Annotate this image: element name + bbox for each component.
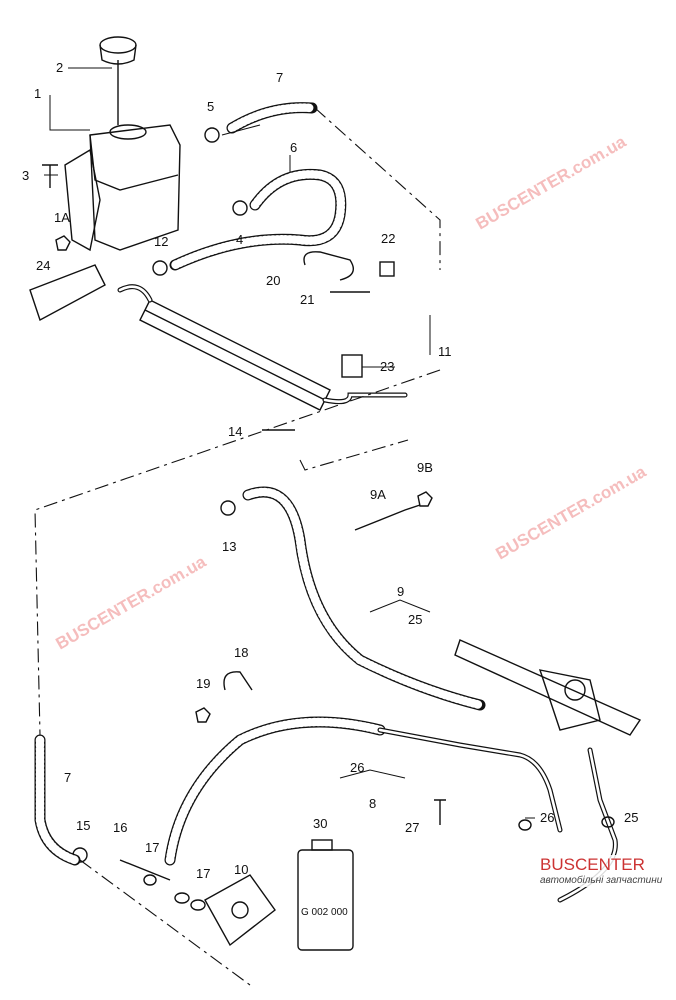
callout-label: 10 bbox=[234, 862, 248, 877]
steering-rack bbox=[454, 639, 642, 736]
seal-26 bbox=[518, 819, 532, 831]
callout-label: 9 bbox=[397, 584, 404, 599]
filler-cap bbox=[99, 36, 137, 65]
cooler-line bbox=[117, 284, 408, 411]
callout-label: 17 bbox=[145, 840, 159, 855]
bolt-3 bbox=[42, 164, 58, 188]
buscenter-logo: BUSCENTER автомобільні запчастини bbox=[540, 855, 676, 887]
oil-can-code: G 002 000 bbox=[301, 907, 348, 918]
hose-9 bbox=[242, 486, 486, 711]
nut-1a bbox=[55, 235, 71, 251]
callout-label: 1 bbox=[34, 86, 41, 101]
hose-7-lower bbox=[34, 734, 81, 866]
hose-7-upper bbox=[226, 102, 318, 134]
pump bbox=[119, 859, 276, 947]
callout-label: 1A bbox=[54, 210, 70, 225]
callout-label: 18 bbox=[234, 645, 248, 660]
reservoir bbox=[64, 60, 181, 252]
clamp-5 bbox=[204, 127, 220, 143]
clamp-4 bbox=[232, 200, 248, 216]
callout-label: 8 bbox=[369, 796, 376, 811]
callout-label: 14 bbox=[228, 424, 242, 439]
callout-label: 7 bbox=[64, 770, 71, 785]
callout-label: 20 bbox=[266, 273, 280, 288]
clamp-12 bbox=[152, 260, 168, 276]
callout-label: 24 bbox=[36, 258, 50, 273]
callout-label: 25 bbox=[408, 612, 422, 627]
clamp-13 bbox=[220, 500, 236, 516]
callout-labels: 1 2 3 1A 24 5 7 6 4 12 22 20 21 11 23 14… bbox=[22, 60, 638, 881]
callout-label: 15 bbox=[76, 818, 90, 833]
hose-6 bbox=[169, 168, 347, 271]
callout-label: 9B bbox=[417, 460, 433, 475]
callout-label: 6 bbox=[290, 140, 297, 155]
oil-can: G 002 000 bbox=[297, 839, 354, 951]
callout-label: 11 bbox=[438, 344, 452, 359]
seal-25 bbox=[601, 816, 615, 828]
callout-label: 26 bbox=[350, 760, 364, 775]
connection-line bbox=[314, 107, 441, 270]
callout-label: 30 bbox=[313, 816, 327, 831]
callout-label: 9A bbox=[370, 487, 386, 502]
bracket-24 bbox=[29, 264, 106, 322]
callout-label: 23 bbox=[380, 359, 394, 374]
watermark: BUSCENTER.com.ua bbox=[53, 552, 210, 654]
callout-label: 25 bbox=[624, 810, 638, 825]
callout-label: 22 bbox=[381, 231, 395, 246]
callout-label: 27 bbox=[405, 820, 419, 835]
connection-line bbox=[79, 859, 251, 986]
watermark: BUSCENTER.com.ua bbox=[493, 462, 650, 564]
clip-20 bbox=[303, 251, 354, 281]
callout-label: 26 bbox=[540, 810, 554, 825]
callout-label: 4 bbox=[236, 232, 243, 247]
nut-19 bbox=[195, 707, 211, 723]
holder-23 bbox=[341, 354, 363, 378]
callout-label: 2 bbox=[56, 60, 63, 75]
nut-9b bbox=[417, 491, 433, 507]
callout-label: 17 bbox=[196, 866, 210, 881]
connection-line bbox=[299, 439, 409, 471]
clip-18 bbox=[223, 671, 253, 691]
clip-9a bbox=[354, 504, 421, 531]
connection-line bbox=[34, 369, 441, 736]
bolt-27 bbox=[434, 799, 446, 825]
callout-label: 5 bbox=[207, 99, 214, 114]
callout-label: 16 bbox=[113, 820, 127, 835]
callout-label: 21 bbox=[300, 292, 314, 307]
callout-label: 12 bbox=[154, 234, 168, 249]
bush-22 bbox=[379, 261, 395, 277]
watermark: BUSCENTER.com.ua bbox=[473, 132, 630, 234]
logo-subtitle: автомобільні запчастини bbox=[540, 875, 663, 886]
logo-name: BUSCENTER bbox=[540, 855, 645, 874]
hose-26 bbox=[164, 716, 386, 866]
leader-lines bbox=[44, 67, 535, 819]
callout-label: 13 bbox=[222, 539, 236, 554]
callout-label: 7 bbox=[276, 70, 283, 85]
callout-label: 19 bbox=[196, 676, 210, 691]
callout-label: 3 bbox=[22, 168, 29, 183]
